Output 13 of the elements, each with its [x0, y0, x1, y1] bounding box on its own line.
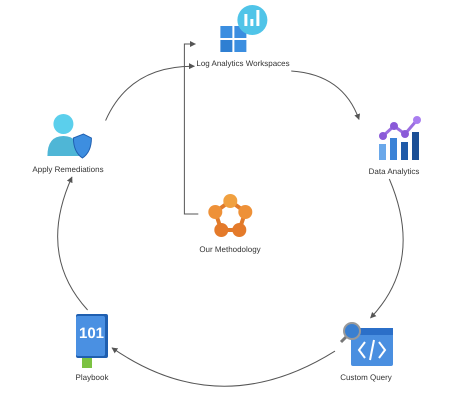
- node-label: Custom Query: [340, 373, 392, 383]
- arrow: [290, 70, 360, 120]
- arrow: [57, 176, 88, 310]
- node-label: Data Analytics: [368, 167, 420, 177]
- node-label: Our Methodology: [199, 245, 261, 255]
- node-label: Log Analytics Workspaces: [196, 59, 290, 69]
- arrow: [184, 41, 199, 214]
- icon-text: 101: [79, 326, 104, 342]
- node-label: Playbook: [76, 373, 108, 383]
- node-label: Apply Remediations: [32, 165, 104, 175]
- arrow: [112, 347, 336, 387]
- arrow: [105, 63, 195, 122]
- arrow: [370, 178, 404, 318]
